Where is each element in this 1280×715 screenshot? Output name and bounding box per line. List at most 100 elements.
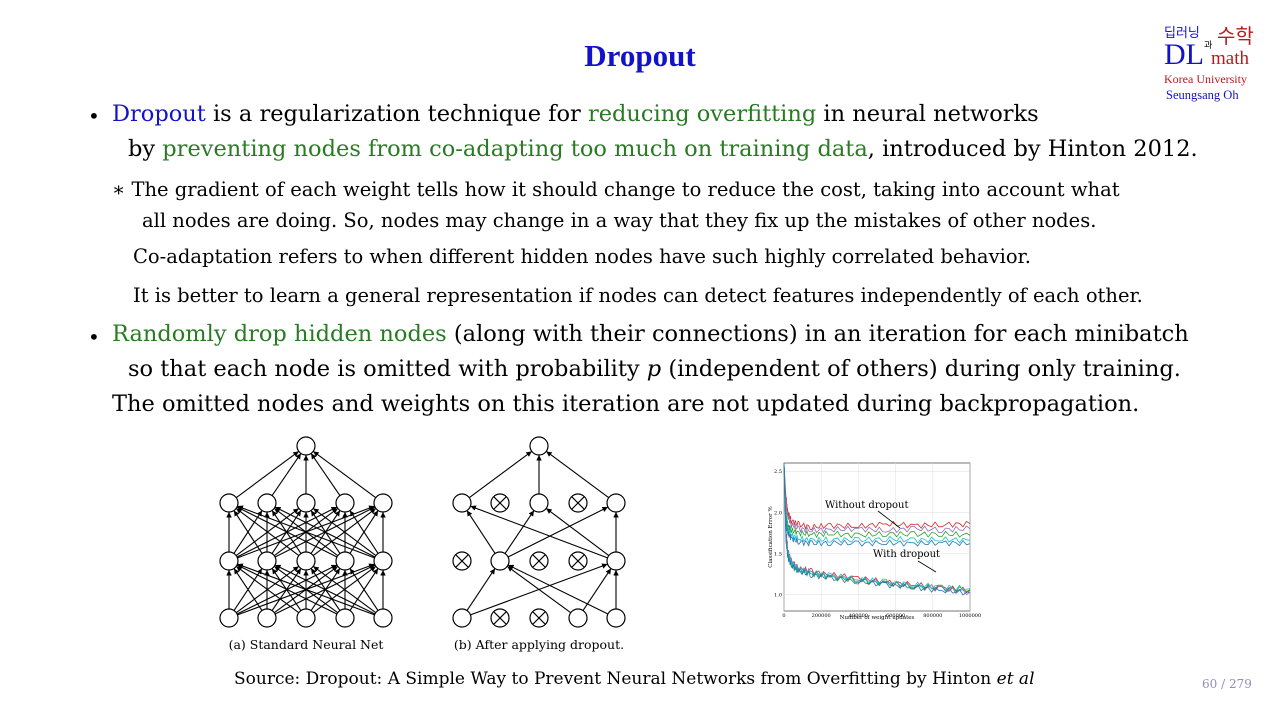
connection-edge bbox=[233, 510, 263, 554]
connection-edge bbox=[466, 568, 496, 611]
bullet1-line2: by preventing nodes from co-adapting too… bbox=[128, 136, 1198, 162]
network-node bbox=[296, 551, 316, 571]
bullet2-line1: Randomly drop hidden nodes (along with t… bbox=[112, 321, 1189, 347]
chart-ylabel: Classification Error % bbox=[768, 506, 774, 567]
network-node bbox=[490, 551, 510, 571]
chart-xlabel: Number of weight updates bbox=[840, 615, 915, 621]
y-tick-label: 1.5 bbox=[774, 551, 782, 557]
connection-edge bbox=[236, 564, 338, 615]
network-node bbox=[257, 608, 277, 628]
network-node bbox=[529, 436, 549, 456]
bullet2-line2: so that each node is omitted with probab… bbox=[128, 356, 1181, 382]
connection-edge bbox=[235, 565, 300, 614]
dropped-cross bbox=[532, 611, 546, 625]
logo-korean-mid: 과 bbox=[1204, 41, 1213, 51]
network-node bbox=[606, 608, 626, 628]
connection-edge bbox=[274, 564, 376, 615]
note-line4: It is better to learn a general represen… bbox=[133, 284, 1143, 307]
connection-edge bbox=[237, 563, 375, 616]
series-with-dropout bbox=[783, 462, 971, 596]
network-node bbox=[335, 551, 355, 571]
network-node bbox=[373, 608, 393, 628]
highlight-overfitting: reducing overfitting bbox=[587, 101, 817, 127]
dropped-cross bbox=[493, 611, 507, 625]
standard-net-diagram bbox=[219, 436, 393, 628]
annotation-arrow bbox=[917, 560, 937, 573]
x-tick-label: 0 bbox=[782, 613, 785, 619]
network-node bbox=[373, 551, 393, 571]
connection-edge bbox=[468, 450, 533, 499]
connection-edge bbox=[507, 506, 609, 558]
network-node bbox=[452, 493, 472, 513]
connection-edge bbox=[349, 568, 379, 611]
series-without-dropout bbox=[783, 462, 971, 547]
dropped-cross bbox=[532, 554, 546, 568]
symbol-p: p bbox=[646, 356, 662, 382]
x-tick-label: 400000 bbox=[849, 613, 868, 619]
network-node bbox=[219, 551, 239, 571]
network-node bbox=[219, 493, 239, 513]
connection-edge bbox=[235, 507, 300, 557]
annotation-without-dropout: Without dropout bbox=[825, 500, 909, 511]
note-line3: Co-adaptation refers to when different h… bbox=[133, 245, 1031, 268]
network-node bbox=[529, 493, 549, 513]
dropout-net-diagram bbox=[452, 436, 626, 628]
text-span: Source: Dropout: A Simple Way to Prevent… bbox=[234, 669, 997, 689]
text-span: (independent of others) during only trai… bbox=[661, 356, 1181, 382]
connection-edge bbox=[236, 506, 338, 558]
connection-edge bbox=[545, 450, 610, 499]
dropped-cross bbox=[493, 496, 507, 510]
x-tick-label: 600000 bbox=[886, 613, 905, 619]
dropped-cross bbox=[455, 554, 469, 568]
slide-title: Dropout bbox=[584, 38, 696, 73]
connection-edge bbox=[271, 453, 302, 496]
caption-dropout-net: (b) After applying dropout. bbox=[454, 637, 624, 652]
connection-edge bbox=[274, 506, 376, 558]
logo-author: Seungsang Oh bbox=[1166, 88, 1239, 102]
highlight-random-drop: Randomly drop hidden nodes bbox=[112, 321, 447, 347]
connection-edge bbox=[233, 568, 263, 611]
connection-edge bbox=[470, 505, 608, 559]
logo-dl: DL bbox=[1164, 38, 1204, 71]
highlight-co-adapting: preventing nodes from co-adapting too mu… bbox=[162, 136, 868, 162]
series-with-dropout bbox=[783, 462, 971, 591]
network-node bbox=[257, 493, 277, 513]
series-without-dropout bbox=[783, 462, 971, 531]
term-dropout: Dropout bbox=[112, 101, 206, 127]
connection-edge bbox=[349, 510, 379, 554]
network-node bbox=[335, 608, 355, 628]
series-without-dropout bbox=[783, 462, 971, 534]
logo-korean-right: 수학 bbox=[1217, 24, 1254, 48]
logo-university: Korea University bbox=[1164, 72, 1247, 86]
source-citation: Source: Dropout: A Simple Way to Prevent… bbox=[234, 669, 1035, 689]
connection-edge bbox=[312, 565, 377, 614]
note-line1: ∗ The gradient of each weight tells how … bbox=[112, 178, 1120, 201]
note-line2: all nodes are doing. So, nodes may chang… bbox=[142, 209, 1097, 232]
text-span: in neural networks bbox=[816, 101, 1039, 127]
connection-edge bbox=[312, 450, 377, 499]
x-tick-label: 800000 bbox=[923, 613, 942, 619]
network-node bbox=[606, 493, 626, 513]
connection-edge bbox=[507, 564, 609, 615]
dropped-cross bbox=[571, 496, 585, 510]
chart-series bbox=[783, 462, 971, 596]
y-tick-label: 2.0 bbox=[774, 510, 782, 516]
bullet2-line3: The omitted nodes and weights on this it… bbox=[112, 391, 1140, 417]
network-node bbox=[452, 608, 472, 628]
text-span: , introduced by Hinton 2012. bbox=[867, 136, 1198, 162]
network-node bbox=[296, 436, 316, 456]
dropped-cross bbox=[571, 554, 585, 568]
connection-edge bbox=[237, 505, 375, 559]
connection-edge bbox=[466, 510, 496, 554]
connection-edge bbox=[310, 453, 341, 496]
bullet1-line1: Dropout is a regularization technique fo… bbox=[112, 101, 1039, 127]
annotation-with-dropout: With dropout bbox=[873, 549, 940, 560]
text-span: so that each node is omitted with probab… bbox=[128, 356, 647, 382]
annotation-arrow bbox=[877, 510, 901, 529]
logo-math: math bbox=[1211, 48, 1249, 69]
network-node bbox=[568, 608, 588, 628]
y-tick-label: 2.5 bbox=[774, 469, 782, 475]
logo-korean-left: 딥러닝 bbox=[1164, 26, 1200, 41]
